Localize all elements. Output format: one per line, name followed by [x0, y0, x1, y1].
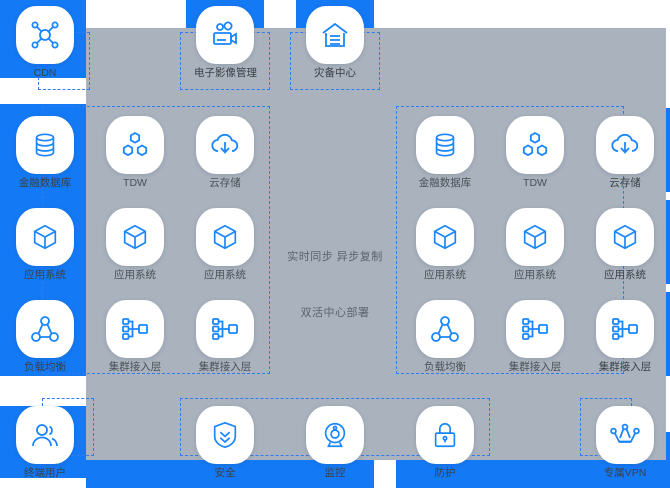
cluster-tree-icon [596, 300, 654, 358]
node-l-fin-db[interactable]: 金融数据库 [14, 116, 76, 190]
users-icon [16, 406, 74, 464]
node-r-access1[interactable]: 集群接入层 [504, 300, 566, 374]
node-label: 专属VPN [603, 467, 647, 479]
node-label: CDN [33, 67, 57, 79]
node-r-fin-db[interactable]: 金融数据库 [414, 116, 476, 190]
camera-monitor-icon [306, 406, 364, 464]
cluster-tree-icon [196, 300, 254, 358]
load-balance-icon [416, 300, 474, 358]
node-l-app3[interactable]: 应用系统 [194, 208, 256, 282]
node-eim[interactable]: 电子影像管理 [194, 6, 257, 80]
cluster-tree-icon [506, 300, 564, 358]
center-deploy-label: 双活中心部署 [300, 307, 370, 319]
node-label: 云存储 [609, 177, 641, 189]
node-label: 电子影像管理 [194, 67, 257, 79]
node-label: 金融数据库 [18, 177, 72, 189]
node-label: 应用系统 [514, 269, 556, 281]
node-l-cos[interactable]: 云存储 [194, 116, 256, 190]
node-label: 金融数据库 [418, 177, 472, 189]
node-label: 负载均衡 [24, 361, 66, 373]
node-r-app3[interactable]: 应用系统 [594, 208, 656, 282]
node-l-app2[interactable]: 应用系统 [104, 208, 166, 282]
database-icon [16, 116, 74, 174]
node-r-app1[interactable]: 应用系统 [414, 208, 476, 282]
cube-icon [596, 208, 654, 266]
node-dr-center[interactable]: 灾备中心 [304, 6, 366, 80]
cdn-network-icon [16, 6, 74, 64]
cluster-tree-icon [106, 300, 164, 358]
node-b-protect[interactable]: 防护 [414, 406, 476, 480]
node-label: 集群接入层 [198, 361, 252, 373]
shield-chevron-icon [196, 406, 254, 464]
node-l-access2[interactable]: 集群接入层 [194, 300, 256, 374]
hexagon-cluster-icon [106, 116, 164, 174]
node-cdn[interactable]: CDN [14, 6, 76, 80]
node-r-app2[interactable]: 应用系统 [504, 208, 566, 282]
load-balance-icon [16, 300, 74, 358]
node-b-vpn[interactable]: 专属VPN [594, 406, 656, 480]
node-r-lb[interactable]: 负载均衡 [414, 300, 476, 374]
node-label: 集群接入层 [598, 361, 652, 373]
node-label: TDW [123, 177, 147, 189]
cloud-download-icon [196, 116, 254, 174]
node-label: 云存储 [209, 177, 241, 189]
database-icon [416, 116, 474, 174]
node-label: 监控 [324, 467, 346, 479]
node-r-cos[interactable]: 云存储 [594, 116, 656, 190]
node-label: 应用系统 [604, 269, 646, 281]
node-l-tdw[interactable]: TDW [104, 116, 166, 190]
node-l-lb[interactable]: 负载均衡 [14, 300, 76, 374]
video-camera-icon [196, 6, 254, 64]
center-sync-label: 实时同步 异步复制 [287, 251, 383, 263]
cube-icon [16, 208, 74, 266]
node-l-access1[interactable]: 集群接入层 [104, 300, 166, 374]
node-r-tdw[interactable]: TDW [504, 116, 566, 190]
node-label: 终端用户 [24, 467, 66, 479]
crown-vpn-icon [596, 406, 654, 464]
cube-icon [416, 208, 474, 266]
node-label: 应用系统 [24, 269, 66, 281]
node-label: 灾备中心 [314, 67, 356, 79]
node-label: 应用系统 [114, 269, 156, 281]
cube-icon [506, 208, 564, 266]
cloud-download-icon [596, 116, 654, 174]
node-label: 集群接入层 [508, 361, 562, 373]
hexagon-cluster-icon [506, 116, 564, 174]
datacenter-house-icon [306, 6, 364, 64]
node-label: 集群接入层 [108, 361, 162, 373]
node-l-app1[interactable]: 应用系统 [14, 208, 76, 282]
node-b-monitor[interactable]: 监控 [304, 406, 366, 480]
node-label: 防护 [434, 467, 456, 479]
node-label: TDW [523, 177, 547, 189]
node-label: 负载均衡 [424, 361, 466, 373]
datacenter-panel [86, 28, 666, 460]
node-b-users[interactable]: 终端用户 [14, 406, 76, 480]
node-b-security[interactable]: 安全 [194, 406, 256, 480]
node-r-access2[interactable]: 集群接入层 [594, 300, 656, 374]
cube-icon [106, 208, 164, 266]
node-label: 应用系统 [204, 269, 246, 281]
node-label: 应用系统 [424, 269, 466, 281]
cube-icon [196, 208, 254, 266]
node-label: 安全 [214, 467, 236, 479]
lock-icon [416, 406, 474, 464]
